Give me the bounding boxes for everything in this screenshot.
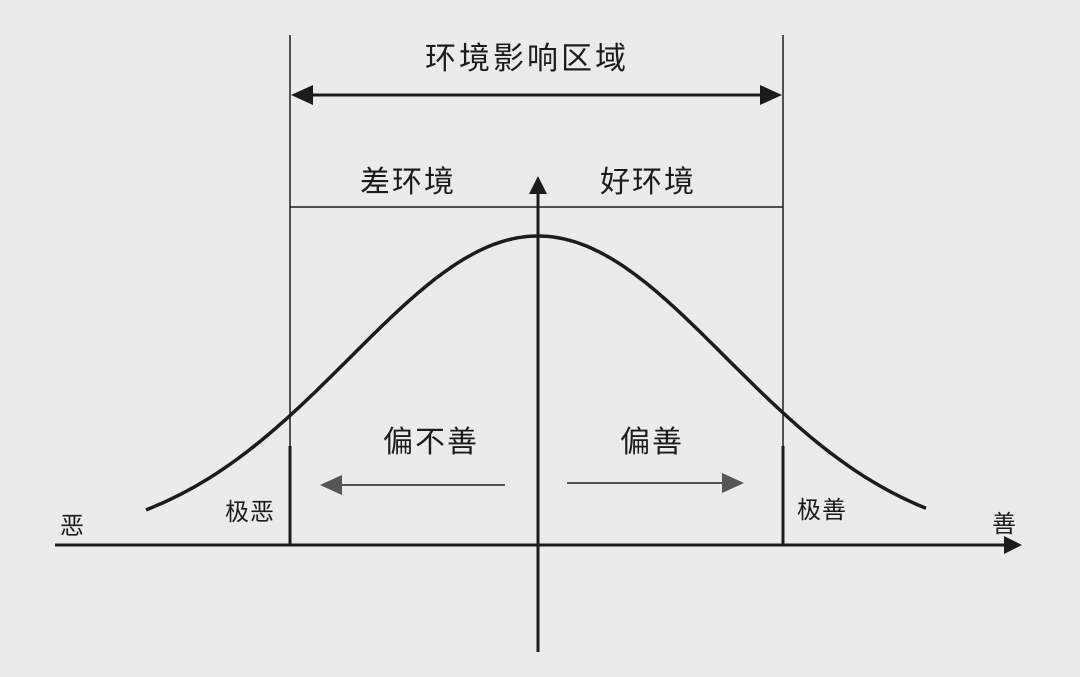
arrow-toward-good-head — [722, 473, 744, 493]
region-span-arrowhead-right — [760, 85, 782, 105]
good-axis-label: 善 — [992, 510, 1017, 538]
extreme-good-label: 极善 — [797, 496, 847, 524]
evil-axis-label: 恶 — [60, 512, 85, 540]
good-environment-label: 好环境 — [600, 165, 696, 200]
x-axis-arrowhead — [1004, 536, 1022, 554]
partial-unkind-label: 偏不善 — [383, 425, 479, 460]
bad-environment-label: 差环境 — [360, 165, 456, 200]
y-axis-arrowhead — [529, 176, 547, 194]
arrow-toward-evil-head — [320, 475, 342, 495]
region-label: 环境影响区域 — [425, 41, 629, 77]
region-span-arrowhead-left — [291, 85, 313, 105]
partial-kind-label: 偏善 — [620, 425, 684, 460]
extreme-evil-label: 极恶 — [225, 498, 275, 526]
bell-curve — [145, 234, 927, 512]
